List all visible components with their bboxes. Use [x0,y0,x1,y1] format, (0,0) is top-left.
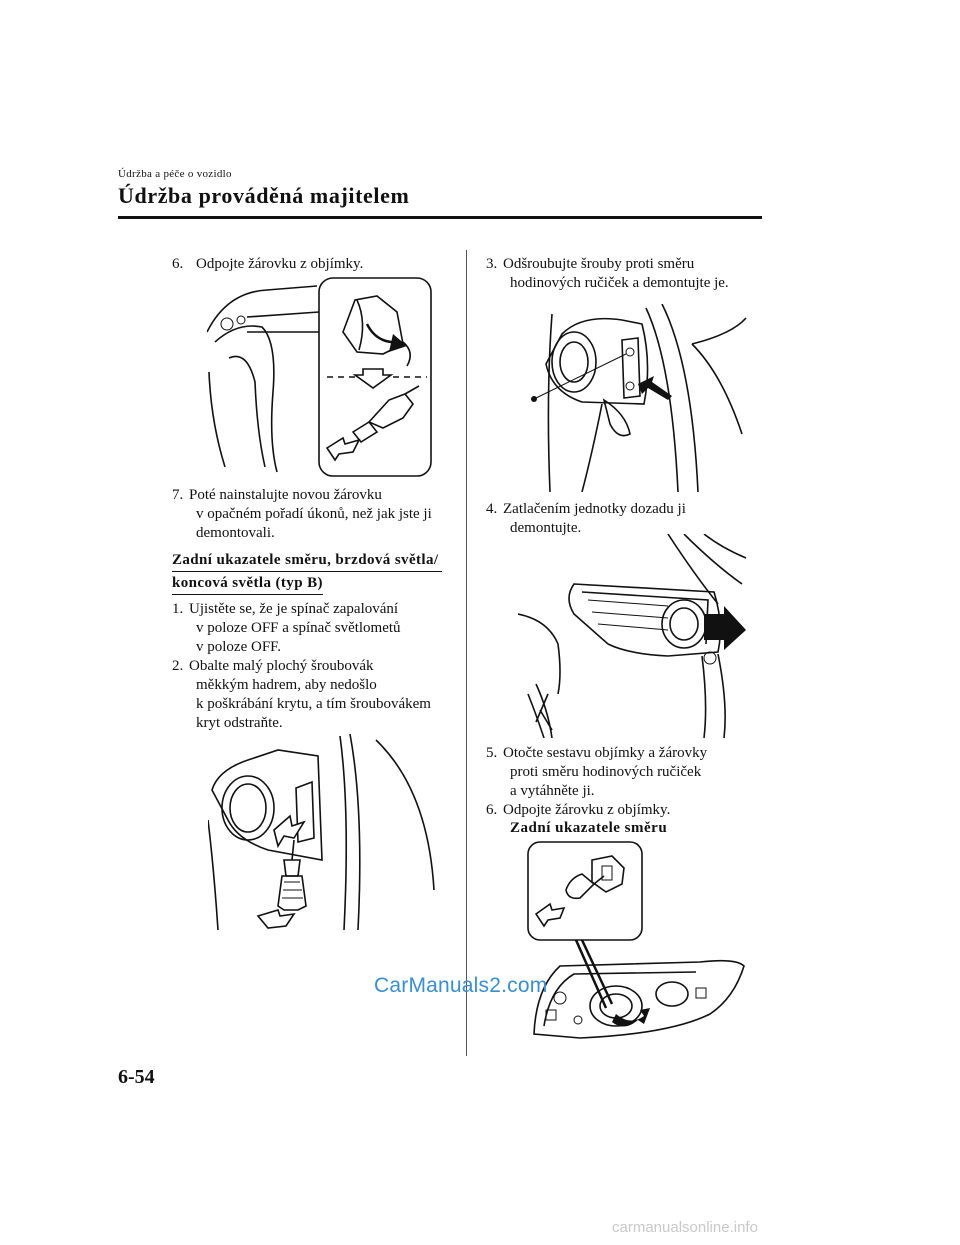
left-step-2: 2. Obalte malý plochý šroubovák měkkým h… [172,657,462,737]
section-label: Údržba a péče o vozidlo [118,168,232,180]
right-step-3: 3. Odšroubujte šrouby proti směru hodino… [486,255,776,295]
right-step-6: 6. Odpojte žárovku z objímky. [486,801,776,821]
subheading-line: koncová světla (typ B) [172,572,323,595]
step-number: 7. [172,487,184,503]
step-number: 6. [486,802,498,818]
step-line: měkkým hadrem, aby nedošlo [196,677,377,693]
step-line: demontovali. [196,525,275,541]
step-line: Otočte sestavu objímky a žárovky [503,745,708,761]
figure-bulb-removal-front [207,277,432,477]
right-step-5: 5. Otočte sestavu objímky a žárovky prot… [486,744,776,824]
step-line: proti směru hodinových ručiček [510,764,702,780]
step-line: Odšroubujte šrouby proti směru [503,256,695,272]
left-step-6: 6. Odpojte žárovku z objímky. [172,255,452,275]
step-line: v poloze OFF. [196,639,282,655]
figure-cover-removal-screwdriver [208,733,435,930]
column-divider [466,250,467,1056]
left-step-7: 7. Poté nainstalujte novou žárovku v opa… [172,486,462,546]
step-line: Ujistěte se, že je spínač zapalování [189,601,399,617]
right-step-4: 4. Zatlačením jednotky dozadu ji demontu… [486,500,776,540]
left-step-1: 1. Ujistěte se, že je spínač zapalování … [172,600,462,660]
figure-turn-signal-bulb [527,841,745,1039]
step-line: a vytáhněte ji. [510,783,595,799]
figure-unscrew-bolts [531,304,747,492]
step-line: Zatlačením jednotky dozadu ji [503,501,686,517]
subheading-line: Zadní ukazatele směru, brzdová světla/ [172,549,442,572]
step-number: 2. [172,658,184,674]
step-line: demontujte. [510,520,582,536]
step-text: Odpojte žárovku z objímky. [503,802,671,818]
step-line: kryt odstraňte. [196,715,283,731]
step-number: 1. [172,601,184,617]
watermark-carmanuals2[interactable]: CarManuals2.com [374,974,548,997]
step-line: v opačném pořadí úkonů, než jak jste ji [196,506,432,522]
step-text: Odpojte žárovku z objímky. [196,256,364,272]
step-line: Obalte malý plochý šroubovák [189,658,374,674]
watermark-carmanualsonline[interactable]: carmanualsonline.info [612,1219,758,1236]
subheading: Zadní ukazatele směru, brzdová světla/ k… [172,549,442,595]
step-line: v poloze OFF a spínač světlometů [196,620,401,636]
step-number: 6. [172,256,184,272]
step-line: hodinových ručiček a demontujte je. [510,275,729,291]
page-title: Údržba prováděná majitelem [118,183,410,208]
figure-caption: Zadní ukazatele směru [510,820,668,836]
step-number: 5. [486,745,498,761]
figure-push-unit-back [518,534,747,738]
step-line: Poté nainstalujte novou žárovku [189,487,382,503]
page-number: 6-54 [118,1066,155,1088]
step-line: k poškrábání krytu, a tím šroubovákem [196,696,431,712]
step-number: 4. [486,501,498,517]
header-rule [118,216,762,219]
step-number: 3. [486,256,498,272]
